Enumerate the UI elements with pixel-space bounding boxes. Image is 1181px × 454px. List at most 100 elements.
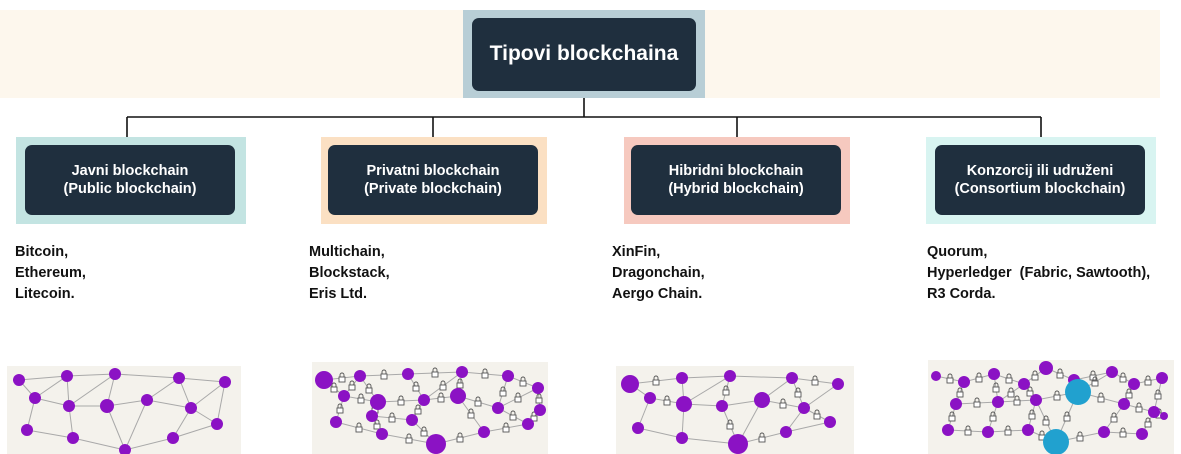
lock-icon <box>437 392 445 403</box>
public-box-line2: (Public blockchain) <box>63 181 197 197</box>
public-box-line1: Javni blockchain <box>71 162 189 179</box>
network-node <box>988 368 1000 380</box>
validator-node <box>1043 429 1069 454</box>
network-node <box>780 426 792 438</box>
network-node <box>173 372 185 384</box>
example-item: Blockstack, <box>309 265 390 281</box>
hybrid-box: Hibridni blockchain (Hybrid blockchain) <box>631 145 841 215</box>
network-node <box>29 392 41 404</box>
validator-node <box>1065 379 1091 405</box>
example-item: Hyperledger (Fabric, Sawtooth), <box>927 265 1151 281</box>
network-node <box>1118 398 1130 410</box>
private-box-line1: Privatni blockchain <box>366 162 500 179</box>
network-node <box>402 368 414 380</box>
example-item: Dragonchain, <box>612 265 705 281</box>
lock-icon <box>1119 372 1127 383</box>
public-examples: Bitcoin, Ethereum, Litecoin. <box>15 242 86 305</box>
network-node <box>942 424 954 436</box>
lock-icon <box>1042 415 1050 426</box>
network-link <box>681 375 731 379</box>
network-link <box>146 399 192 409</box>
network-link <box>785 421 831 433</box>
lock-icon <box>502 422 510 433</box>
network-node <box>1136 428 1148 440</box>
lock-icon <box>348 380 356 391</box>
network-node <box>61 370 73 382</box>
hybrid-box-line2: (Hybrid blockchain) <box>668 181 804 197</box>
public-box: Javni blockchain (Public blockchain) <box>25 145 235 215</box>
example-item: Litecoin. <box>15 286 75 302</box>
network-node <box>338 390 350 402</box>
lock-icon <box>1056 368 1064 379</box>
network-node <box>418 394 430 406</box>
lock-icon <box>456 378 464 389</box>
private-box-line2: (Private blockchain) <box>364 181 502 197</box>
lock-icon <box>456 432 464 443</box>
lock-icon <box>499 386 507 397</box>
network-node <box>211 418 223 430</box>
network-node <box>1018 378 1030 390</box>
network-node <box>185 402 197 414</box>
lock-icon <box>758 432 766 443</box>
network-node <box>1106 366 1118 378</box>
lock-icon <box>330 382 338 393</box>
network-node <box>931 371 941 381</box>
lock-icon <box>1013 395 1021 406</box>
hybrid-network-illustration <box>616 366 854 454</box>
lock-icon <box>380 369 388 380</box>
network-node <box>67 432 79 444</box>
lock-icon <box>405 433 413 444</box>
example-item: Ethereum, <box>15 265 86 281</box>
network-node <box>492 402 504 414</box>
lock-icon <box>1026 386 1034 397</box>
network-node <box>219 376 231 388</box>
network-link <box>26 429 74 439</box>
network-node <box>798 402 810 414</box>
network-node <box>330 416 342 428</box>
example-item: Multichain, <box>309 244 385 260</box>
network-link <box>637 427 683 439</box>
network-node <box>1030 394 1042 406</box>
network-link <box>34 375 68 399</box>
network-node <box>13 374 25 386</box>
lock-icon <box>946 373 954 384</box>
lock-icon <box>956 387 964 398</box>
example-item: Aergo Chain. <box>612 286 703 302</box>
network-link <box>729 375 793 379</box>
network-node <box>315 371 333 389</box>
network-node <box>754 392 770 408</box>
consortium-box: Konzorcij ili udruženi (Consortium block… <box>935 145 1145 215</box>
network-node <box>63 400 75 412</box>
example-item: R3 Corda. <box>927 286 996 302</box>
consortium-examples: Quorum, Hyperledger (Fabric, Sawtooth), … <box>927 242 1150 305</box>
lock-icon <box>726 419 734 430</box>
network-node <box>950 398 962 410</box>
network-node <box>450 388 466 404</box>
lock-icon <box>467 408 475 419</box>
network-node <box>1098 426 1110 438</box>
network-node <box>167 432 179 444</box>
private-examples: Multichain, Blockstack, Eris Ltd. <box>309 242 390 305</box>
network-node <box>141 394 153 406</box>
lock-icon <box>1091 376 1099 387</box>
network-node <box>478 426 490 438</box>
network-node <box>982 426 994 438</box>
network-link <box>124 437 174 451</box>
network-node <box>824 416 836 428</box>
lock-icon <box>1007 387 1015 398</box>
network-node <box>1160 412 1168 420</box>
network-link <box>216 381 226 425</box>
network-node <box>724 370 736 382</box>
lock-icon <box>412 381 420 392</box>
lock-icon <box>414 404 422 415</box>
network-node <box>1156 372 1168 384</box>
lock-icon <box>397 395 405 406</box>
network-node <box>100 399 114 413</box>
public-network-illustration <box>7 366 241 454</box>
network-node <box>502 370 514 382</box>
lock-icon <box>365 383 373 394</box>
lock-icon <box>1135 402 1143 413</box>
lock-icon <box>474 396 482 407</box>
lock-icon <box>373 419 381 430</box>
lock-icon <box>811 375 819 386</box>
